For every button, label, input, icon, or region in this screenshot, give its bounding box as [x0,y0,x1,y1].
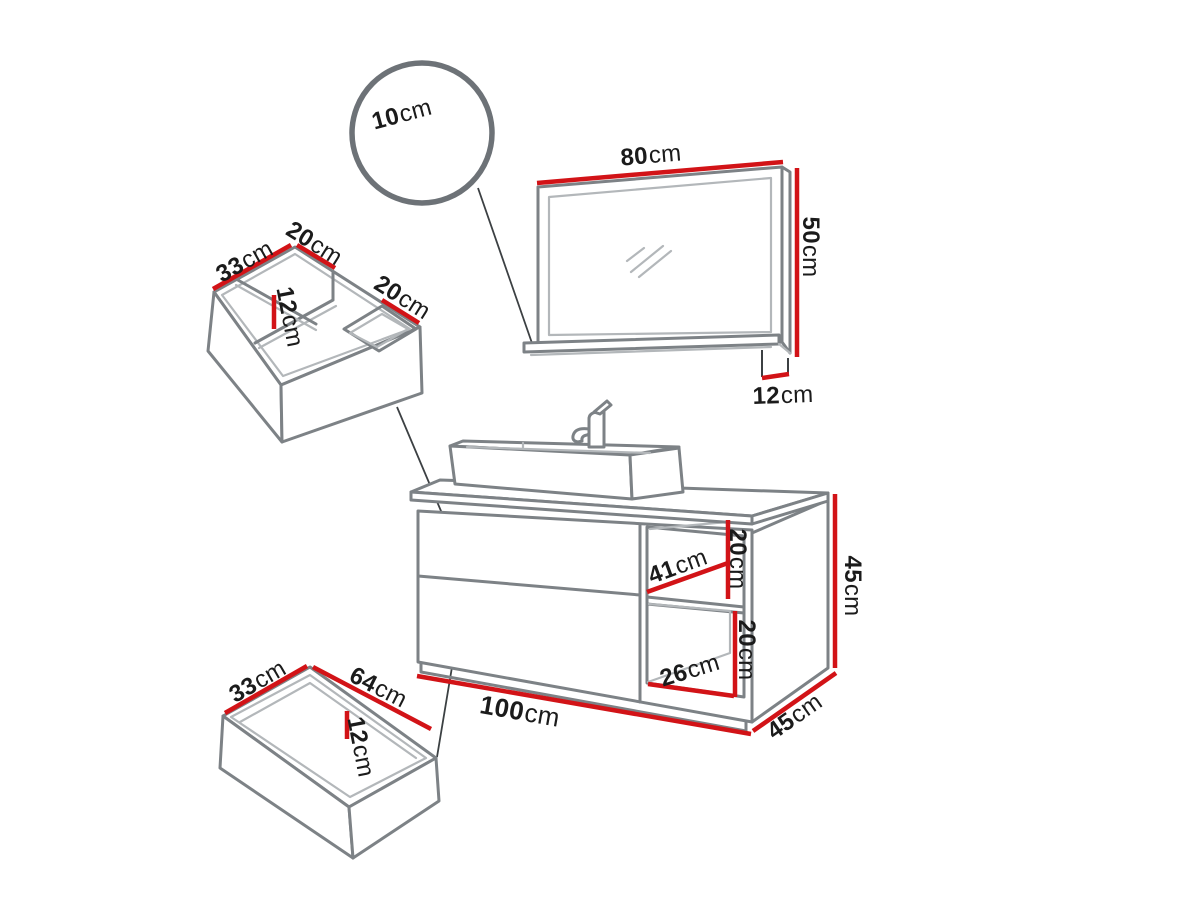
dim-unit: cm [647,139,683,170]
dim-label-niche-lower-height: 20cm [733,619,760,681]
vanity-plinth [419,661,748,733]
dim-unit: cm [839,583,866,617]
dim-line-drawer-depth [223,664,309,715]
dim-label-mirror-width: 80cm [619,139,683,172]
organizer-right-compartment-floor [348,312,410,349]
dim-label-mirror-shelf-depth: 12cm [752,380,814,411]
vanity-drawer-split [416,574,642,597]
dim-unit: cm [724,556,751,590]
drawer-inner-rim [229,673,428,799]
dim-line-organizer-compartment-b [380,298,421,325]
dim-line-organizer-depth [211,243,293,291]
vanity-niche-lower-interior [646,602,732,684]
vanity-niche-opening [645,525,746,699]
organizer-inner-rim [220,252,412,378]
dim-label-mirror-height: 50cm [797,216,824,278]
leader-bubble-to-mirror [477,187,534,347]
dim-value: 50 [797,216,824,244]
dim-value: 80 [619,142,649,172]
dim-line-vanity-width [416,673,752,737]
dim-value: 12 [752,382,781,411]
organizer-right-compartment [342,304,418,353]
countertop-right-edge [750,491,830,526]
detail-bubble-ring [349,60,495,206]
organizer-compartment-wall [253,270,335,345]
mirror-glass [547,176,773,337]
drawer-organizer [206,243,424,444]
bottom-drawer [218,664,441,860]
detail-bubble [349,60,495,206]
vanity-cabinet [409,399,838,737]
sink-basin-right [628,446,685,501]
dim-unit: cm [797,244,824,278]
sink-basin-inner-rim [465,441,652,455]
dim-value: 20 [724,528,751,556]
mirror-frame [536,165,784,347]
dim-line-vanity-depth [751,671,838,733]
mirror-reflection-hatches [625,244,673,279]
faucet-handle [592,399,613,416]
dim-line-organizer-compartment-a [295,243,337,270]
dim-line-niche-lower-width [647,681,735,699]
faucet-body [587,409,606,449]
dim-line-mirror-shelf-depth [761,371,790,381]
drawer-right-face [347,756,441,860]
dim-unit: cm [733,647,760,681]
mirror-shelf-shadow [529,342,792,357]
dim-label-vanity-height: 45cm [839,555,866,617]
dim-label-niche-upper-height: 20cm [724,528,751,590]
organizer-compartment-wall-thickness [257,304,338,350]
drawer-floor [238,681,418,760]
dim-value: 12 [341,714,374,747]
dim-line-niche-width [646,560,729,595]
dim-value: 20 [733,619,760,647]
dim-unit: cm [780,380,814,410]
dim-unit: cm [522,697,563,733]
mirror [522,159,800,381]
dim-line-mirror-width [536,159,784,186]
dim-value: 12 [270,284,303,317]
dim-value: 45 [839,555,866,583]
dim-line-drawer-width [311,665,433,731]
faucet-spout [571,427,591,444]
